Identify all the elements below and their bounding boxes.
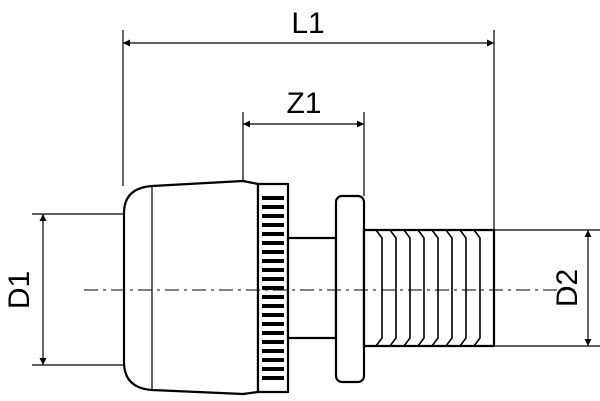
knurl-tooth	[262, 367, 284, 371]
knurl-tooth	[262, 232, 284, 236]
dimension-label-d2: D2	[551, 269, 584, 307]
knurl-tooth	[262, 250, 284, 254]
barb-ridge	[431, 229, 439, 347]
knurl-tooth	[262, 241, 284, 245]
dimension-l1: L1	[122, 7, 495, 230]
knurl-tooth	[262, 205, 284, 209]
compression-sleeve	[122, 179, 260, 396]
knurl-tooth	[262, 259, 284, 263]
knurl-tooth	[262, 196, 284, 200]
barb-ridge	[445, 229, 453, 347]
barb-ridge	[417, 229, 425, 347]
knurled-ring	[256, 182, 290, 394]
barb-ridge	[389, 229, 397, 347]
barb-ridge	[473, 229, 481, 347]
knurl-tooth	[262, 223, 284, 227]
barb-ridge	[459, 229, 467, 347]
barb-ridge	[403, 229, 411, 347]
knurl-tooth	[262, 331, 284, 335]
dimension-z1: Z1	[242, 87, 365, 196]
knurl-tooth	[262, 340, 284, 344]
knurl-tooth	[262, 322, 284, 326]
knurl-tooth	[262, 376, 284, 380]
flange	[334, 194, 366, 384]
knurl-tooth	[262, 277, 284, 281]
dimension-d1: D1	[3, 213, 124, 366]
dimension-d2: D2	[494, 229, 600, 347]
knurl-tooth	[262, 304, 284, 308]
knurl-tooth	[262, 214, 284, 218]
knurl-tooth	[262, 349, 284, 353]
knurl-tooth	[262, 358, 284, 362]
knurl-tooth	[262, 268, 284, 272]
barb-ridge	[375, 229, 383, 347]
dimension-label-z1: Z1	[286, 87, 321, 120]
dimension-label-d1: D1	[3, 271, 36, 309]
dimension-label-l1: L1	[291, 7, 324, 40]
barbed-outlet	[362, 228, 496, 348]
neck	[286, 236, 338, 340]
knurl-tooth	[262, 286, 284, 290]
fitting-body	[122, 179, 496, 396]
knurl-tooth	[262, 295, 284, 299]
knurl-tooth	[262, 313, 284, 317]
